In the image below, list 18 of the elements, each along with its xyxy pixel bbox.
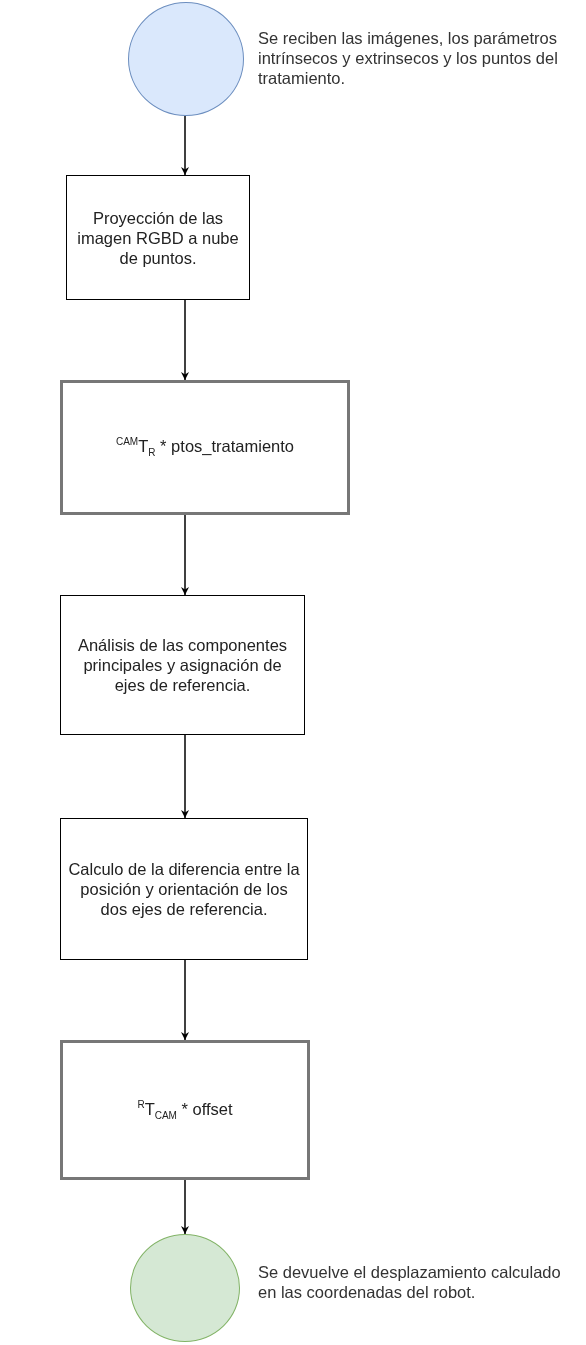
process-box	[60, 818, 308, 960]
step-text: $^{R}$T$_{CAM}$ * offset	[136, 1097, 234, 1123]
arrow	[181, 734, 189, 819]
arrow	[181, 115, 189, 176]
step-text: $^{CAM}$T$_{R}$ * ptos_tratamiento	[114, 435, 296, 460]
arrow	[181, 1179, 189, 1235]
arrow	[181, 299, 189, 381]
process-box	[60, 380, 350, 515]
arrow	[181, 959, 189, 1041]
process-box	[60, 1040, 310, 1180]
step-text: Calculo de la diferencia entre la posición y orientación de los dos ejes de referencia.	[67, 859, 301, 919]
step-note: Se reciben las imágenes, los parámetros intrínsecos y extrinsecos y los puntos del tratamiento.	[258, 28, 559, 88]
step-note: Se devuelve el desplazamiento calculado en las coordenadas del robot.	[258, 1262, 562, 1302]
step-text: Proyección de las imagen RGBD a nube de puntos.	[76, 207, 240, 268]
process-box	[60, 595, 305, 735]
process-box	[66, 175, 250, 300]
arrow	[181, 514, 189, 596]
step-text: Análisis de las componentes principales y asignación de ejes de referencia.	[76, 635, 289, 695]
